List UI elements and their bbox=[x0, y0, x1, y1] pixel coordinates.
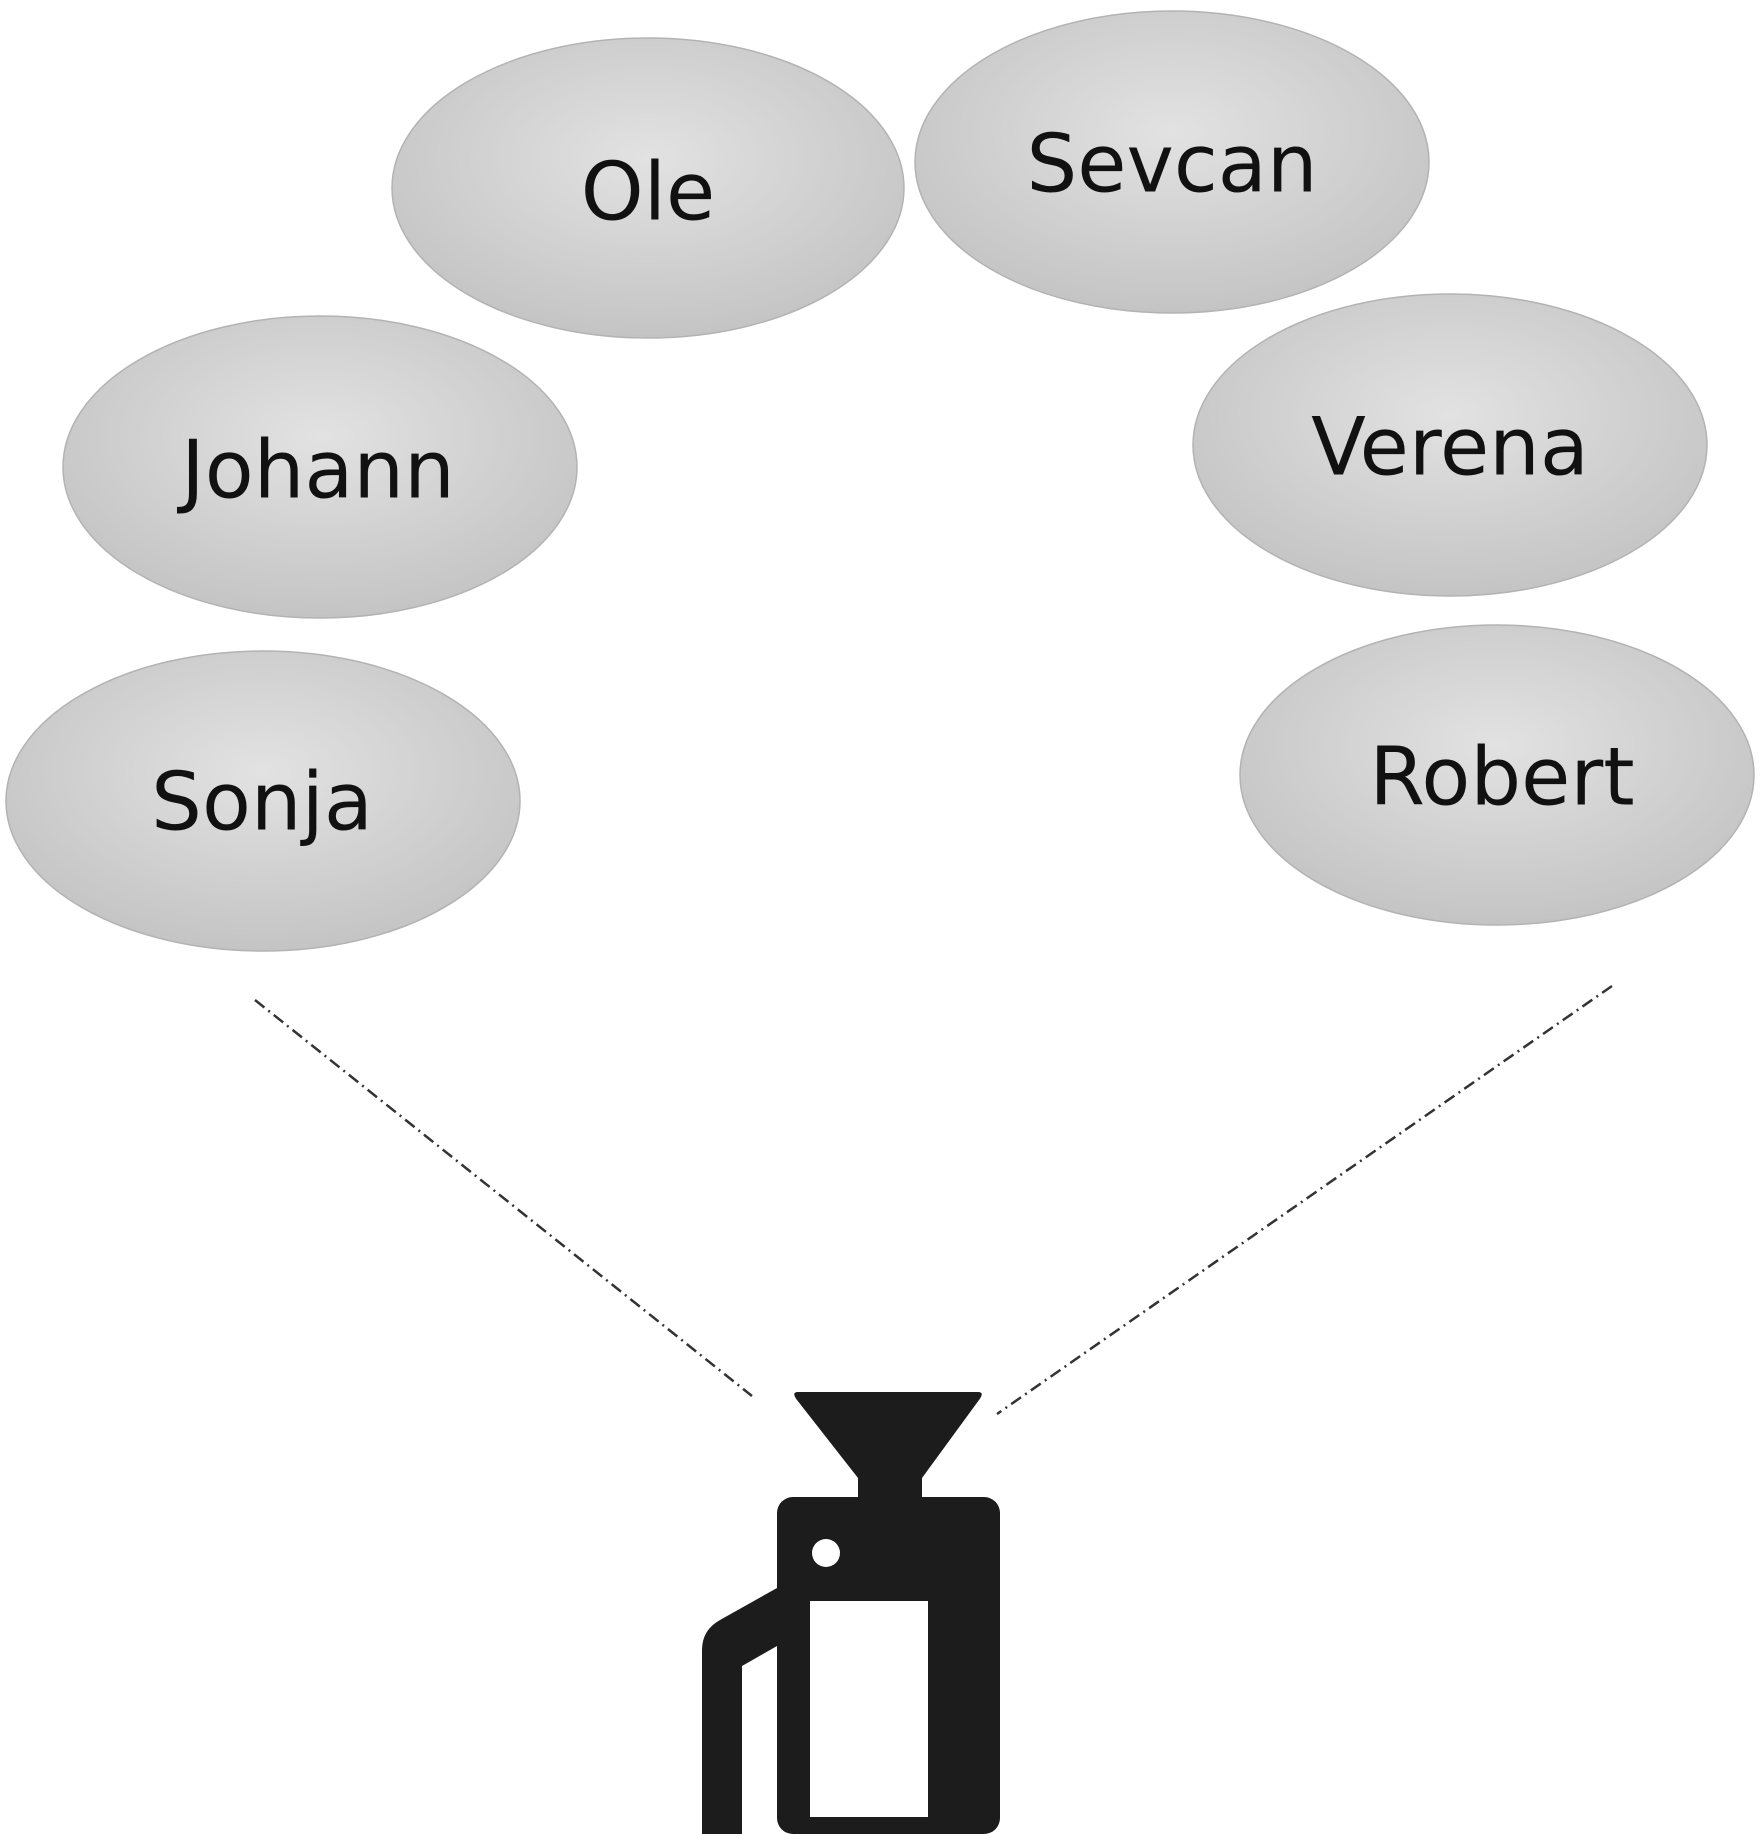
person-johann: Johann bbox=[62, 315, 578, 619]
video-camera-icon bbox=[702, 1392, 1000, 1834]
person-ellipse-verena bbox=[1192, 293, 1708, 597]
person-verena: Verena bbox=[1192, 293, 1708, 597]
person-label-ole: Ole bbox=[581, 146, 715, 239]
person-ole: Ole bbox=[391, 37, 905, 339]
person-label-sevcan: Sevcan bbox=[1026, 118, 1317, 211]
person-ellipse-ole bbox=[391, 37, 905, 339]
person-sonja: Sonja bbox=[5, 650, 521, 952]
person-label-robert: Robert bbox=[1369, 731, 1634, 824]
person-label-sonja: Sonja bbox=[151, 756, 373, 849]
view-line-left bbox=[254, 999, 753, 1397]
person-label-verena: Verena bbox=[1311, 401, 1589, 494]
person-robert: Robert bbox=[1239, 624, 1755, 926]
view-line-right bbox=[996, 984, 1613, 1416]
person-sevcan: Sevcan bbox=[914, 10, 1430, 314]
person-ellipse-robert bbox=[1239, 624, 1755, 926]
person-label-johann: Johann bbox=[176, 424, 455, 517]
person-ellipse-sonja bbox=[5, 650, 521, 952]
person-ellipse-sevcan bbox=[914, 10, 1430, 314]
person-ellipse-johann bbox=[62, 315, 578, 619]
